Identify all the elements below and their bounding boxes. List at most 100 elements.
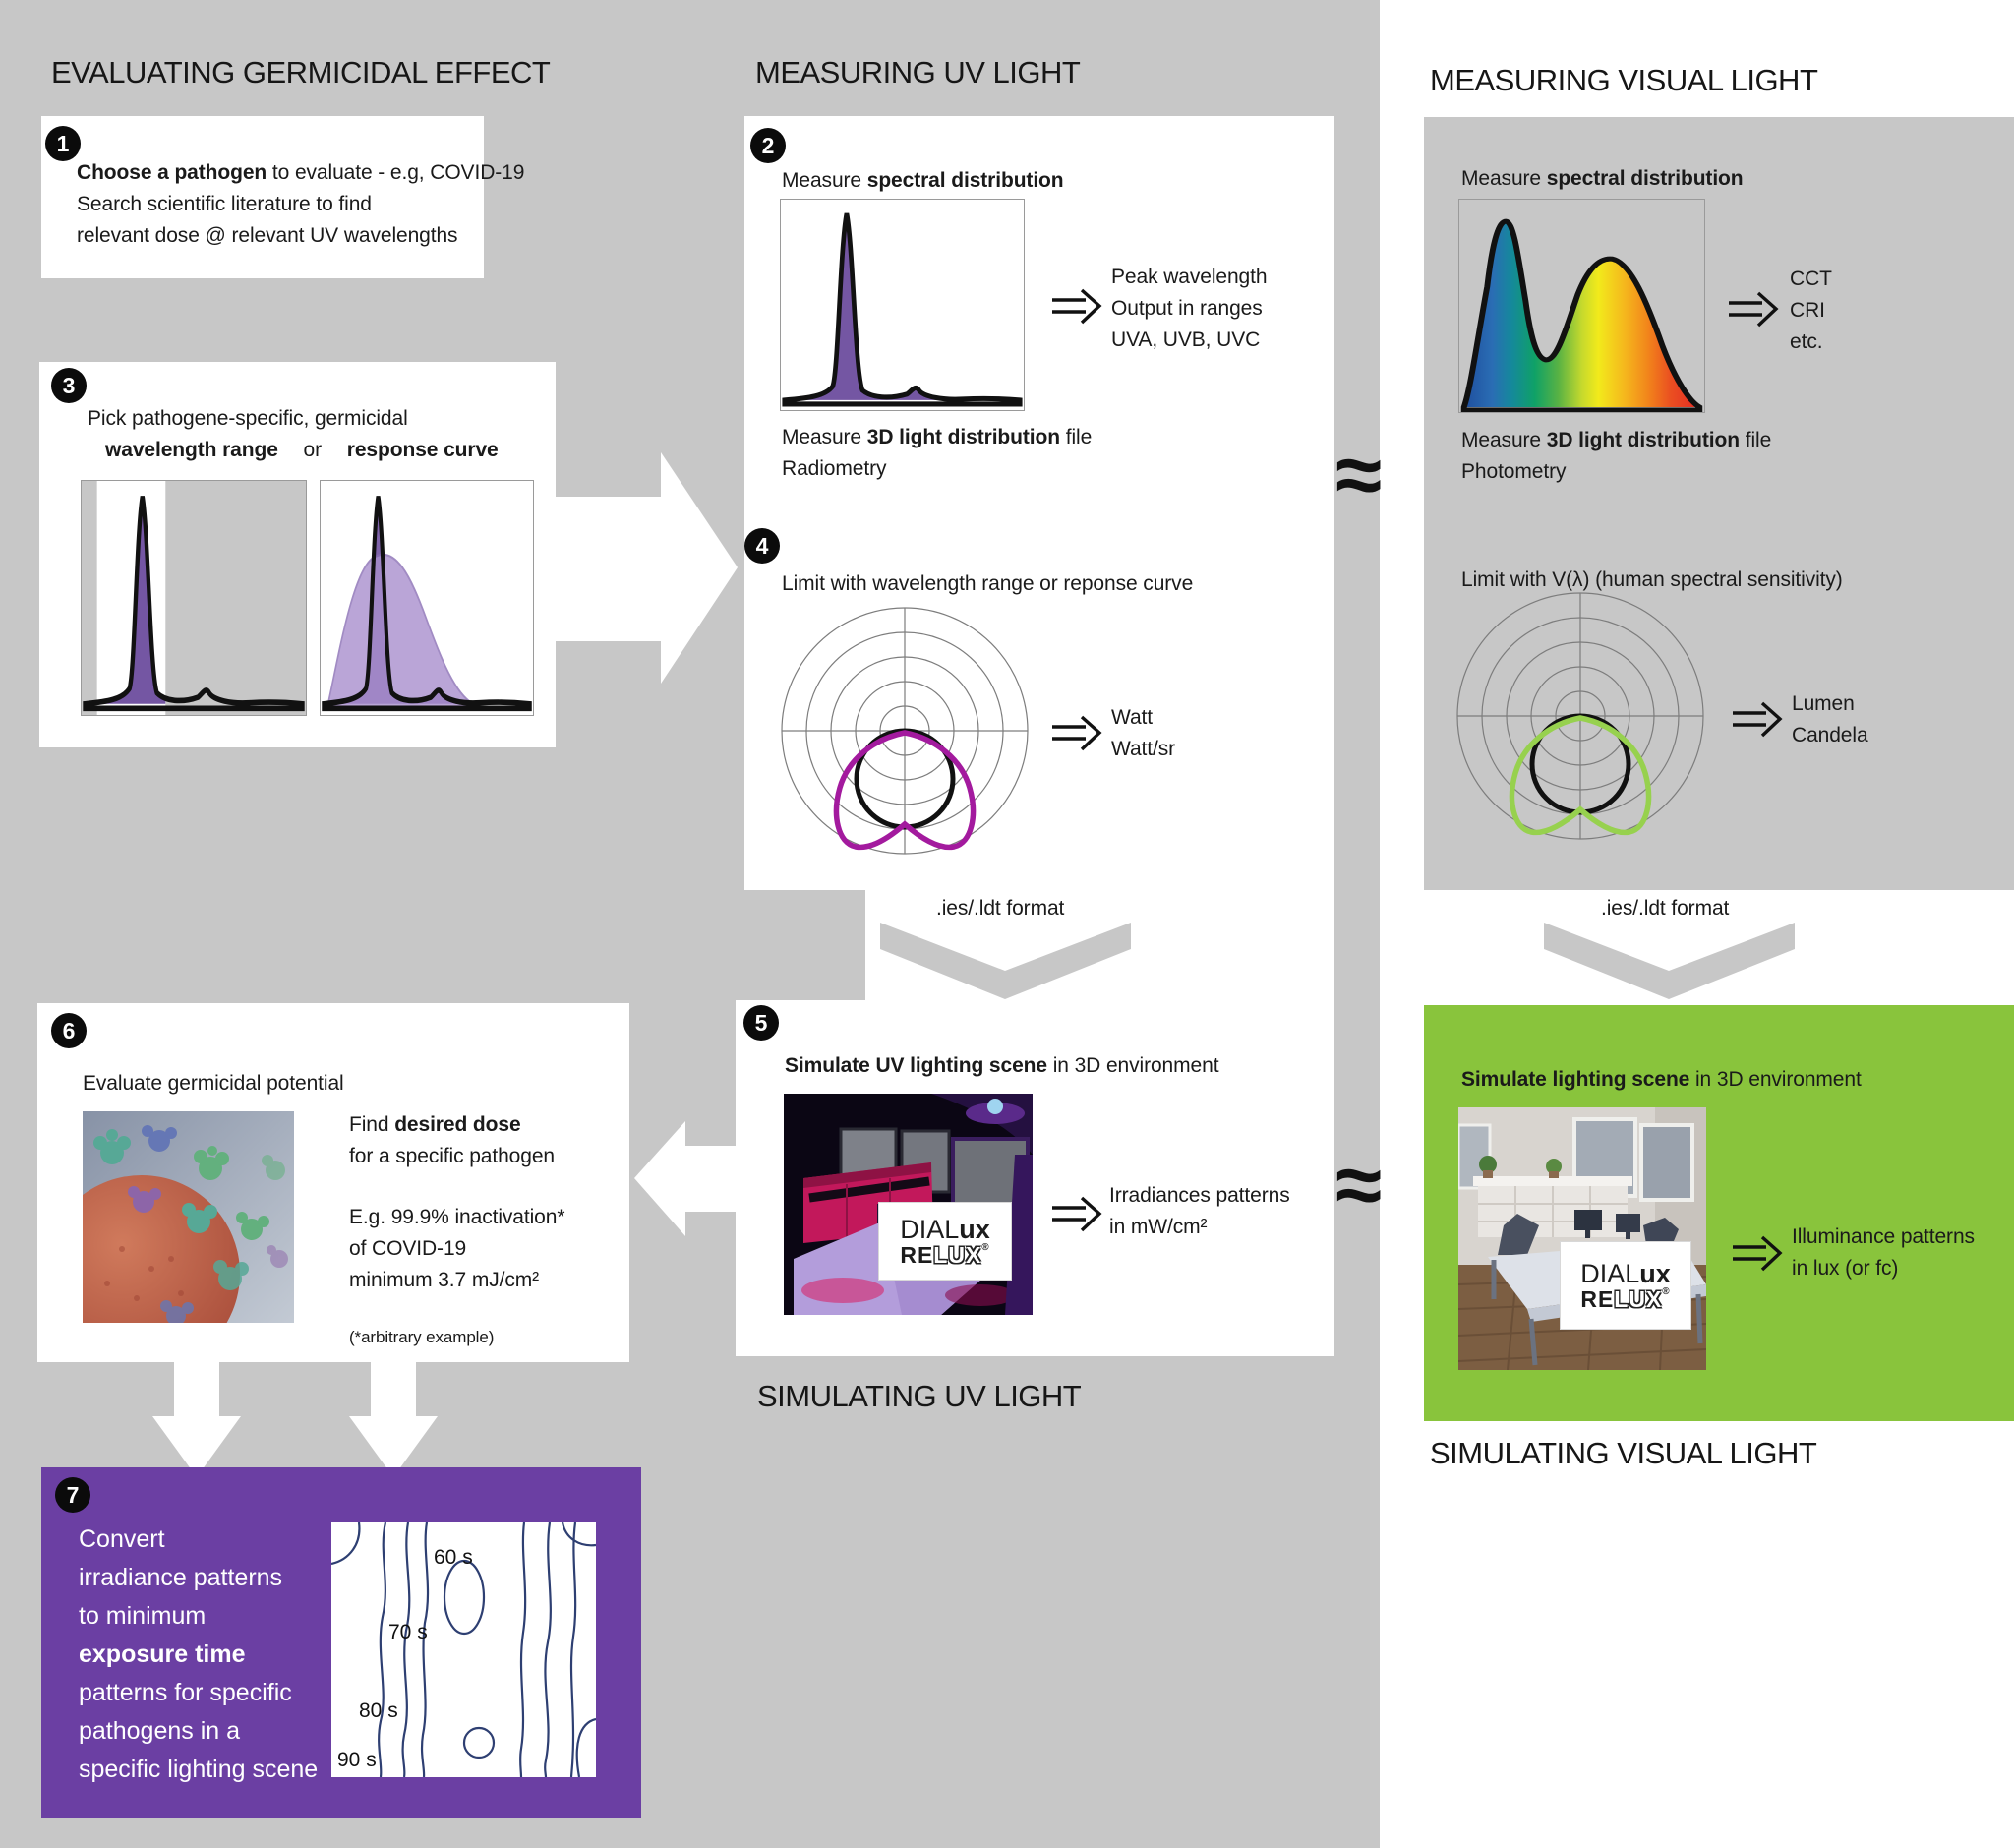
step1-line3: relevant dose @ relevant UV wavelengths (77, 224, 458, 247)
visual-arrow-outputs: CCT CRI etc. (1790, 264, 1832, 358)
step6-find-line2: for a specific pathogen (349, 1145, 556, 1167)
uv-polar-distribution-chart (781, 607, 1029, 855)
visual-sim-line1: Illuminance patterns (1792, 1225, 1975, 1248)
step7-badge: 7 (55, 1477, 90, 1513)
implies-arrow-icon (1052, 715, 1102, 751)
approx-equal-symbol-top: ≈ (1335, 428, 1383, 522)
visual-file-suffix: file (1739, 429, 1772, 451)
step3-option-b: response curve (346, 439, 499, 461)
visual-sim-title-rest: in 3D environment (1689, 1068, 1862, 1091)
visual-measure-prefix: Measure (1461, 167, 1547, 190)
logo-lux: LUX (933, 1242, 982, 1269)
step2-file-suffix: file (1059, 426, 1093, 448)
step2-file-bold: 3D light distribution (866, 426, 1060, 448)
step4-unit1: Watt (1111, 706, 1153, 729)
step2-arrow-outputs: Peak wavelength Output in ranges UVA, UV… (1111, 262, 1268, 356)
logo-registered: ® (1662, 1286, 1671, 1298)
step2-measure-label: Measure spectral distribution (782, 165, 1064, 197)
step6-dose-text: Find desired dose for a specific pathoge… (349, 1109, 555, 1172)
logo-registered: ® (981, 1242, 990, 1254)
title-measuring-visual: MEASURING VISUAL LIGHT (1430, 63, 1818, 97)
step7-line5: patterns for specific (79, 1679, 292, 1706)
title-measuring-uv: MEASURING UV LIGHT (755, 55, 1081, 89)
step1-box (41, 116, 484, 278)
implies-arrow-icon (1729, 291, 1779, 328)
logo-re: RE (900, 1242, 934, 1269)
visual-polar-units: Lumen Candela (1792, 688, 1868, 751)
step2-file-label: Measure 3D light distribution file Radio… (782, 422, 1092, 485)
visual-file-label: Measure 3D light distribution file Photo… (1461, 425, 1771, 488)
step6-note: (*arbitrary example) (349, 1328, 495, 1346)
visual-file-bold: 3D light distribution (1546, 429, 1740, 451)
step3-option-a: wavelength range (105, 439, 278, 461)
step3-text: Pick pathogene-specific, germicidal wave… (88, 403, 499, 466)
step7-line3: to minimum (79, 1602, 207, 1630)
implies-arrow-icon (1733, 701, 1783, 738)
flow-arrow-step6-down-right (349, 1362, 438, 1477)
step1-line1-rest: to evaluate - e.g, COVID-19 (267, 161, 525, 184)
flow-arrow-step6-down-left (152, 1362, 241, 1477)
implies-arrow-icon (1733, 1235, 1783, 1272)
contour-label-80s: 80 s (359, 1699, 398, 1722)
step7-line7: specific lighting scene (79, 1756, 319, 1783)
step5-title: Simulate UV lighting scene in 3D environ… (785, 1050, 1219, 1082)
step1-line1-bold: Choose a pathogen (77, 161, 267, 184)
step4-limit-label: Limit with wavelength range or reponse c… (782, 572, 1194, 595)
visual-arrow-line1: CCT (1790, 268, 1832, 290)
visual-format-arrow (1544, 923, 1795, 999)
uv-format-label: .ies/.ldt format (936, 897, 1065, 920)
implies-arrow-icon (1052, 288, 1102, 325)
step6-badge: 6 (51, 1013, 87, 1048)
visual-sim-title-bold: Simulate lighting scene (1461, 1068, 1690, 1091)
step7-line1: Convert (79, 1525, 165, 1553)
visual-arrow-line2: CRI (1790, 299, 1825, 322)
visual-unit1: Lumen (1792, 692, 1855, 715)
logo-ux: ux (1639, 1258, 1671, 1288)
step2-arrow-line2: Output in ranges (1111, 297, 1263, 320)
step2-method: Radiometry (782, 457, 887, 480)
implies-arrow-icon (1052, 1196, 1102, 1232)
visual-sim-line2: in lux (or fc) (1792, 1257, 1899, 1280)
step3-badge: 3 (51, 368, 87, 403)
step4-badge: 4 (744, 528, 780, 564)
visual-method: Photometry (1461, 460, 1567, 483)
step2-measure-prefix: Measure (782, 169, 867, 192)
step3-connector: or (303, 439, 323, 461)
step7-line2: irradiance patterns (79, 1564, 283, 1591)
logo-re: RE (1580, 1286, 1615, 1313)
step6-example-text: E.g. 99.9% inactivation* of COVID-19 min… (349, 1202, 565, 1296)
flow-arrow-step5-to-step6 (634, 1121, 745, 1236)
step4-unit2: Watt/sr (1111, 738, 1176, 760)
logo-ux: ux (959, 1214, 990, 1244)
office-scene-image (1458, 1107, 1706, 1370)
step7-text: Convert irradiance patterns to minimum e… (79, 1520, 318, 1789)
visual-file-prefix: Measure (1461, 429, 1547, 451)
visual-arrow-line3: etc. (1790, 330, 1823, 353)
logo-dial: DIAL (900, 1214, 960, 1244)
title-evaluating-germicidal: EVALUATING GERMICIDAL EFFECT (51, 55, 551, 89)
step5-arrow-outputs: Irradiances patterns in mW/cm² (1109, 1180, 1290, 1243)
step2-arrow-line1: Peak wavelength (1111, 266, 1268, 288)
logo-lux: LUX (1614, 1286, 1663, 1313)
visual-format-label: .ies/.ldt format (1601, 897, 1730, 920)
title-simulating-visual: SIMULATING VISUAL LIGHT (1430, 1436, 1817, 1470)
visual-unit2: Candela (1792, 724, 1868, 746)
step5-arrow-line1: Irradiances patterns (1109, 1184, 1290, 1207)
visual-limit-label: Limit with V(λ) (human spectral sensitiv… (1461, 568, 1843, 591)
contour-label-90s: 90 s (337, 1749, 377, 1771)
flow-arrow-step3-to-uv (551, 452, 738, 684)
step6-eg3: minimum 3.7 mJ/cm² (349, 1269, 540, 1291)
uv-spectral-chart (780, 199, 1025, 411)
step3-wavelength-range-chart (81, 480, 307, 716)
step7-line6: pathogens in a (79, 1717, 241, 1745)
step1-badge: 1 (45, 126, 81, 161)
step1-line2: Search scientific literature to find (77, 193, 372, 215)
step5-arrow-line2: in mW/cm² (1109, 1216, 1208, 1238)
logo-dial: DIAL (1580, 1258, 1640, 1288)
polar-uv-lobe (833, 730, 977, 851)
visual-sim-title: Simulate lighting scene in 3D environmen… (1461, 1064, 1862, 1096)
visual-measure-bold: spectral distribution (1546, 167, 1744, 190)
contour-label-60s: 60 s (434, 1546, 473, 1569)
visual-measure-label: Measure spectral distribution (1461, 163, 1744, 195)
